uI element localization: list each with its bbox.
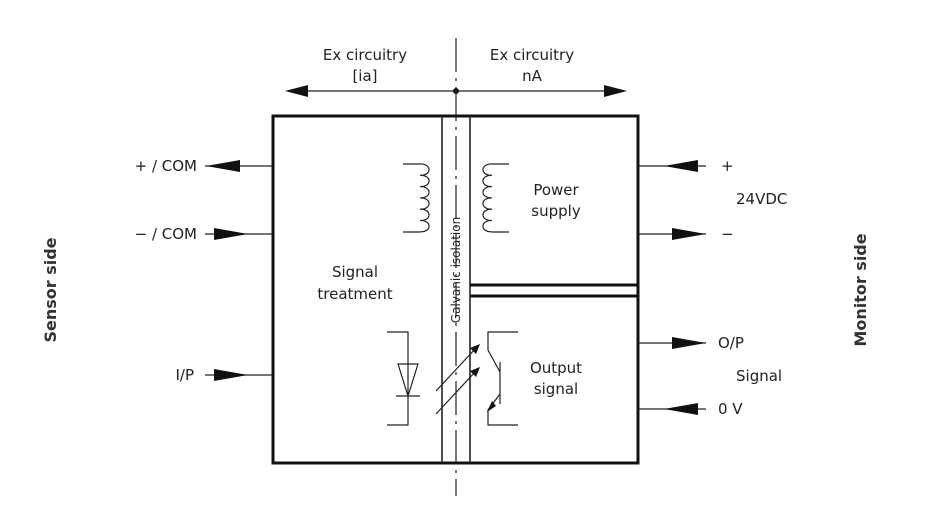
terminal-zero-v: 0 V bbox=[638, 400, 743, 418]
terminal-minus-com: − / COM bbox=[135, 225, 273, 243]
ex-circuitry-na-label: Ex circuitry bbox=[490, 46, 574, 64]
output-arrow-icon bbox=[672, 337, 706, 349]
ip-label: I/P bbox=[175, 366, 194, 384]
minus-label: − bbox=[721, 225, 734, 243]
galvanic-isolation-label: Galvanic isolation bbox=[449, 217, 463, 323]
power-supply-label-1: Power bbox=[533, 181, 579, 199]
optocoupler-light-arrows-icon bbox=[435, 344, 480, 415]
op-label: O/P bbox=[718, 334, 744, 352]
led-diode-icon bbox=[387, 331, 420, 426]
output-arrow-icon bbox=[672, 228, 706, 240]
signal-treatment-label-2: treatment bbox=[317, 285, 392, 303]
transformer-primary-coil-icon bbox=[403, 163, 430, 233]
power-supply-label-2: supply bbox=[531, 202, 581, 220]
terminal-op: O/P bbox=[638, 334, 744, 352]
ex-circuitry-na-code: nA bbox=[522, 67, 543, 85]
ex-circuitry-indicator: Ex circuitry [ia] Ex circuitry nA bbox=[285, 46, 627, 97]
output-signal-label-2: signal bbox=[534, 380, 578, 398]
input-arrow-icon bbox=[214, 228, 248, 240]
input-arrow-icon bbox=[214, 369, 248, 381]
sensor-side-label: Sensor side bbox=[41, 237, 60, 342]
ex-circuitry-ia-code: [ia] bbox=[352, 67, 377, 85]
terminal-minus-24v: − bbox=[638, 225, 734, 243]
transformer-secondary-coil-icon bbox=[482, 163, 509, 233]
isolator-outer-box bbox=[271, 114, 640, 465]
output-signal-label-1: Output bbox=[530, 359, 582, 377]
input-arrow-icon bbox=[664, 403, 698, 415]
phototransistor-icon bbox=[487, 331, 518, 426]
output-arrow-icon bbox=[206, 160, 240, 172]
input-arrow-icon bbox=[664, 160, 698, 172]
right-arrow-icon bbox=[604, 85, 627, 97]
signal-label: Signal bbox=[736, 367, 782, 385]
terminal-ip: I/P bbox=[175, 366, 273, 384]
ex-circuitry-ia-label: Ex circuitry bbox=[323, 46, 407, 64]
minus-com-label: − / COM bbox=[135, 225, 197, 243]
terminal-plus-24v: + bbox=[638, 157, 734, 175]
terminal-plus-com: + / COM bbox=[135, 157, 273, 175]
plus-com-label: + / COM bbox=[135, 157, 197, 175]
monitor-side-label: Monitor side bbox=[851, 233, 870, 346]
plus-label: + bbox=[721, 157, 734, 175]
zero-v-label: 0 V bbox=[718, 400, 743, 418]
signal-treatment-label-1: Signal bbox=[332, 263, 378, 281]
supply-voltage-label: 24VDC bbox=[736, 190, 787, 208]
left-arrow-icon bbox=[285, 85, 308, 97]
